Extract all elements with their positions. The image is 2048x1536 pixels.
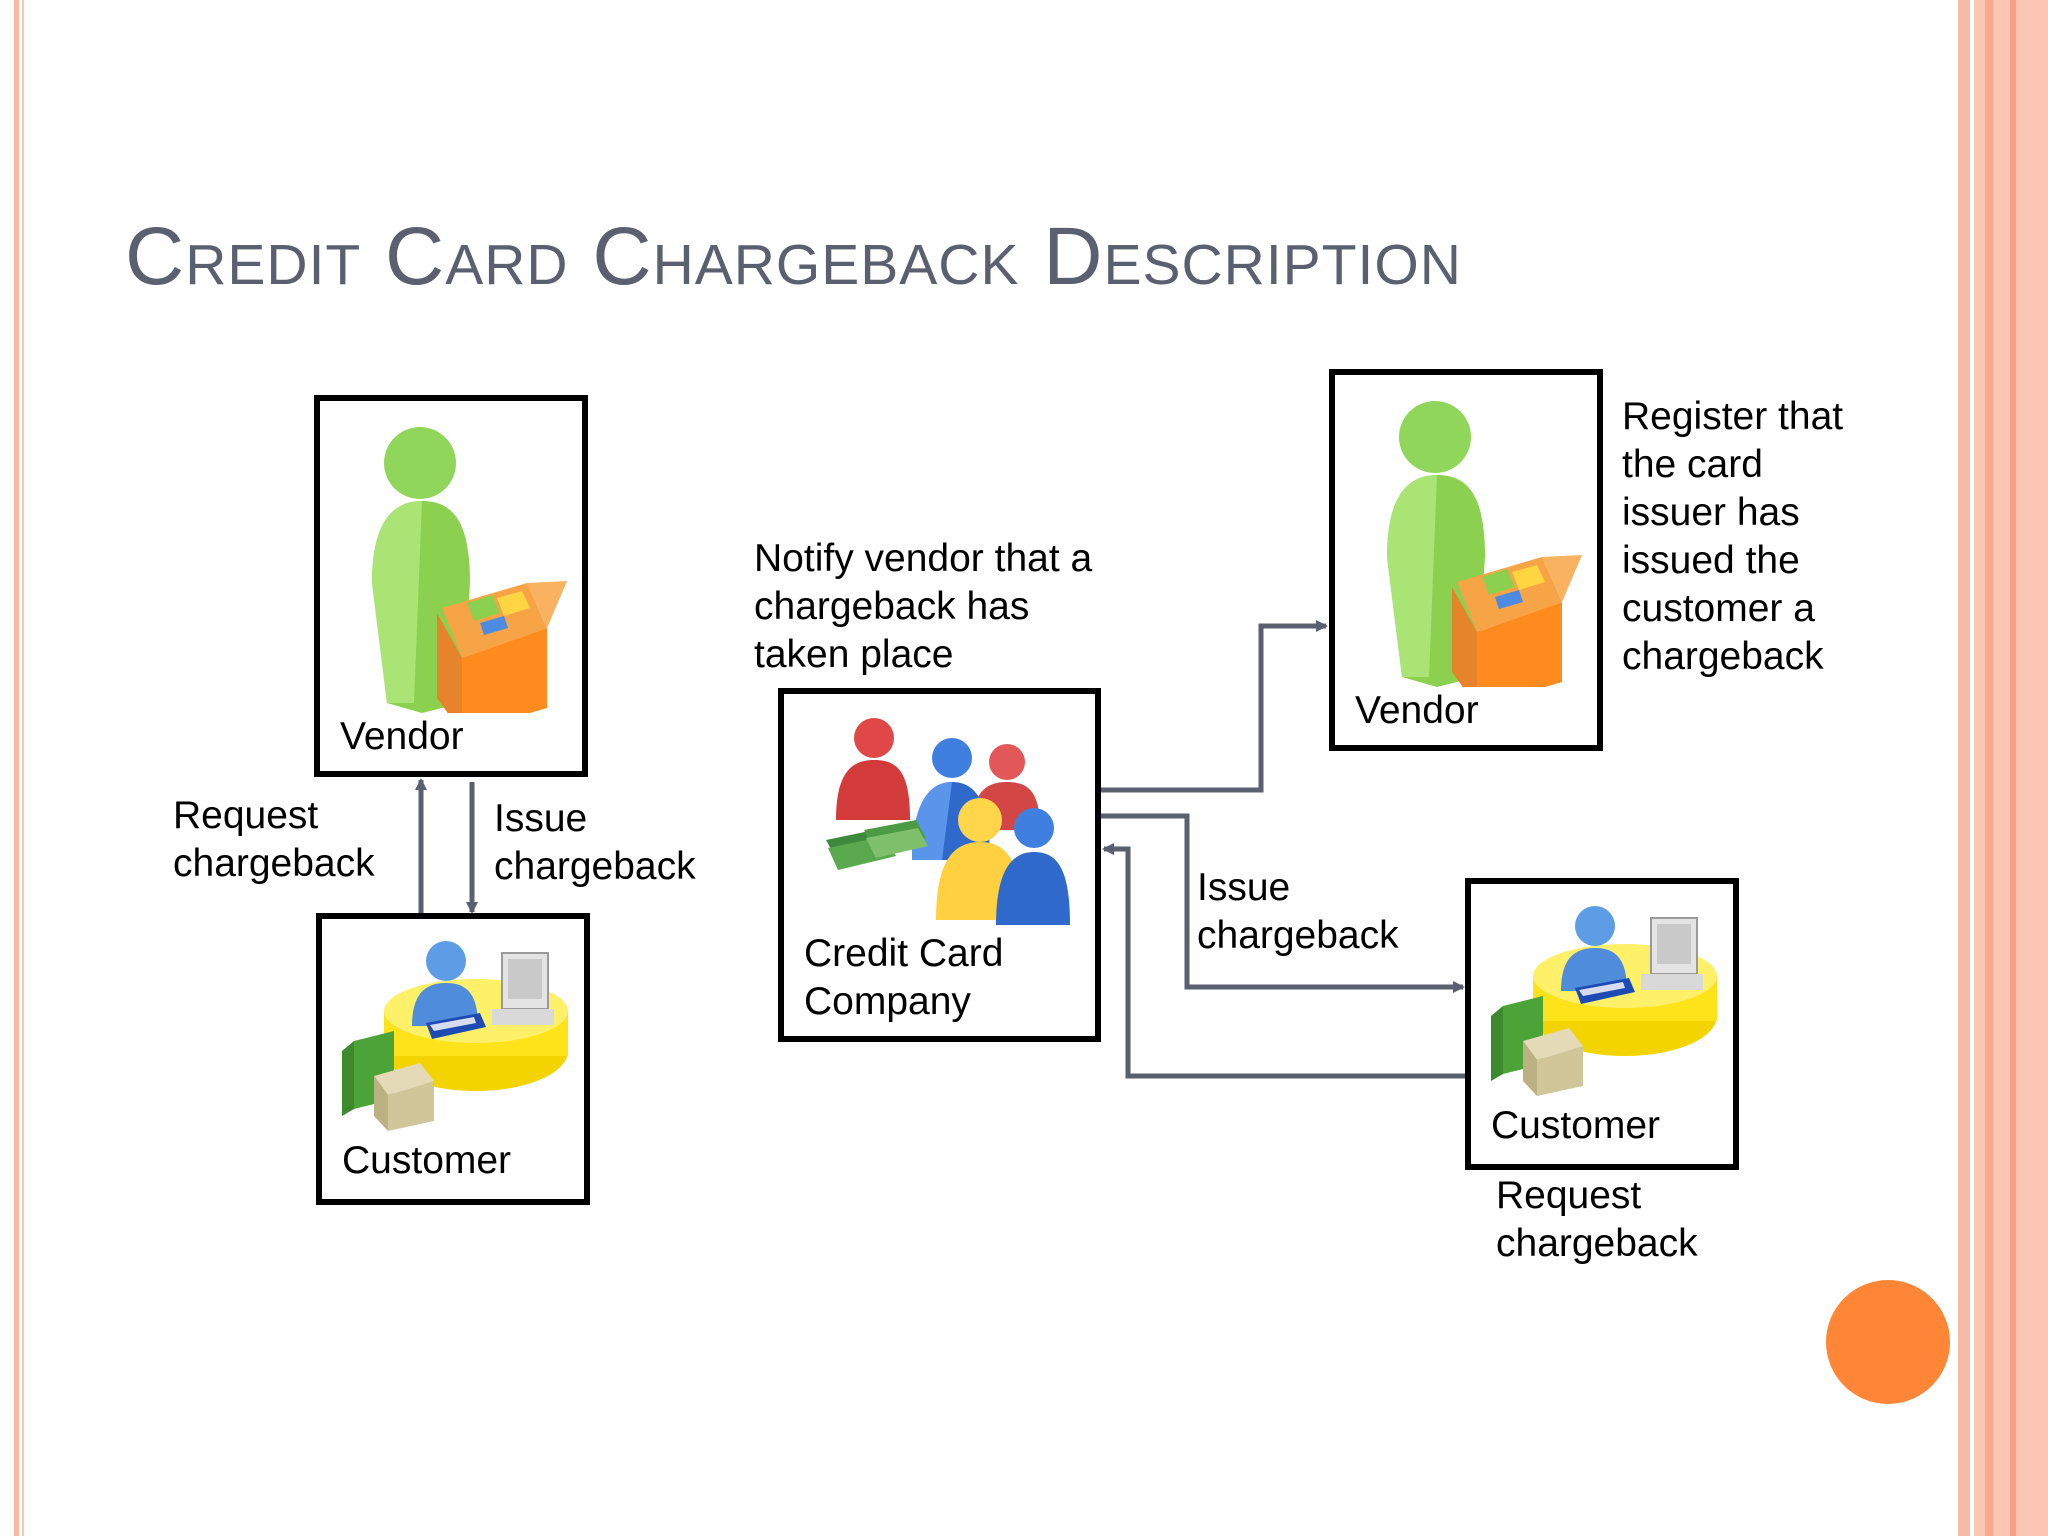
credit-card-company-box: Credit Card Company [778,688,1101,1042]
customer-box-left: Customer [316,913,590,1205]
right-border-stripe-dark [1985,0,1993,1536]
right-border-stripe-dark-2 [2010,0,2016,1536]
left-border-stripe [14,0,19,1536]
accent-dot [1826,1280,1950,1404]
credit-card-company-icon [826,718,1070,925]
vendor-box-right: Vendor [1329,369,1603,751]
request-chargeback-text-right: Request chargeback [1496,1174,1698,1265]
vendor-box-left: Vendor [314,395,588,777]
customer-label-left: Customer [342,1139,512,1182]
vendor-label-right: Vendor [1355,689,1479,732]
arrow-customer-to-company [1102,843,1465,1079]
vendor-label-left: Vendor [340,715,464,758]
request-chargeback-text-left: Request chargeback [173,794,375,885]
vendor-icon [372,427,567,713]
arrow-company-to-customer [1101,813,1465,993]
customer-box-right: Customer [1465,878,1739,1170]
issue-chargeback-text-right: Issue chargeback [1197,866,1399,957]
customer-icon [342,941,568,1131]
right-border-stripe [1958,0,1970,1536]
register-chargeback-text: Register that the card issuer has issued… [1622,395,1844,678]
slide-title: Credit Card Chargeback Description [125,211,1462,302]
left-border-stripe-inner [22,0,24,1536]
arrow-company-to-vendor [1101,620,1328,793]
notify-vendor-text: Notify vendor that a chargeback has take… [754,537,1093,676]
credit-card-company-label: Credit Card Company [804,932,1004,1023]
customer-label-right: Customer [1491,1104,1661,1147]
issue-chargeback-text-left: Issue chargeback [494,797,696,888]
customer-icon [1491,906,1717,1096]
vendor-icon [1387,401,1582,687]
